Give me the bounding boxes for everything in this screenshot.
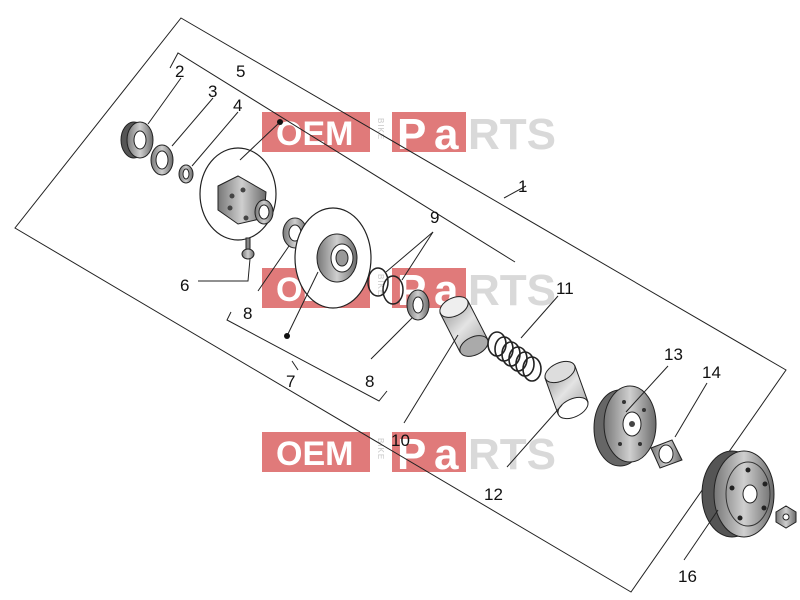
callout-8-lower: 8 (365, 372, 374, 391)
sleeve-part-10 (439, 296, 489, 357)
callout-11: 11 (556, 279, 574, 298)
watermark-top: OEM BIKE P a RTS (262, 110, 556, 159)
watermark-bike-text: BIKE (376, 438, 385, 460)
callout-7: 7 (286, 372, 295, 391)
fixed-pulley-half (199, 147, 277, 241)
watermark-bike-text: BIKE (376, 274, 385, 296)
group-7-bracket (226, 311, 388, 402)
callout-13: 13 (664, 345, 683, 364)
o-rings-part-9 (367, 267, 404, 305)
callout-14: 14 (702, 363, 721, 382)
callout-6: 6 (180, 276, 189, 295)
bushing-part-4 (178, 164, 194, 184)
nut-part (775, 505, 797, 529)
screw-part-6 (241, 237, 255, 260)
callout-10: 10 (391, 431, 410, 450)
reference-dot-upper (277, 119, 283, 125)
callout-1: 1 (518, 177, 527, 196)
leader-lines (147, 77, 719, 561)
watermark-parts-a: a (434, 430, 459, 479)
watermark-oem-text: OEM (276, 435, 353, 473)
clutch-drum-part-16 (701, 450, 775, 538)
watermark-parts-p: P (397, 110, 426, 159)
group-5-bracket (169, 52, 516, 263)
callout-16: 16 (678, 567, 697, 586)
watermark-parts-a: a (434, 110, 459, 159)
clutch-part-13 (593, 385, 657, 467)
callout-9: 9 (430, 208, 439, 227)
callout-4: 4 (233, 96, 242, 115)
callout-2: 2 (175, 62, 184, 81)
callout-8-upper: 8 (243, 304, 252, 323)
watermark-bike-text: BIKE (376, 118, 385, 140)
spacer-part-12 (544, 360, 589, 420)
washer-part-14 (650, 439, 683, 469)
watermark-parts-rest: RTS (468, 266, 556, 315)
watermark-parts-p: P (397, 430, 426, 479)
movable-pulley-half (294, 207, 372, 309)
callout-3: 3 (208, 82, 217, 101)
ring-part-3 (150, 144, 174, 176)
bearing-part-2 (120, 121, 154, 159)
callout-12: 12 (484, 485, 503, 504)
spring-part-11 (487, 331, 542, 382)
assembly-1-outline (14, 17, 787, 593)
watermark-parts-rest: RTS (468, 430, 556, 479)
reference-dot-lower (284, 333, 290, 339)
watermark-parts-rest: RTS (468, 110, 556, 159)
bearing-part-8-lower (406, 289, 430, 321)
watermark-bottom: OEM BIKE P a RTS (262, 430, 556, 479)
callout-5: 5 (236, 62, 245, 81)
